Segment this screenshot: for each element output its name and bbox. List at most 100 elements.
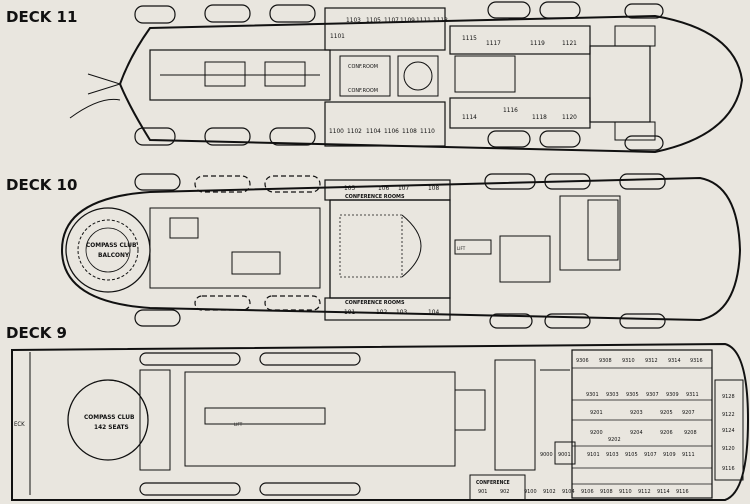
cabin-label: 9311 [686, 392, 699, 398]
room-label: 106 [378, 184, 389, 192]
deck-10-lift-label: LIFT [457, 246, 466, 252]
cabin-label: 1119 [530, 39, 545, 47]
cabin-label: 9116 [722, 466, 735, 472]
cabin-label: 9312 [645, 358, 658, 364]
cabin-label: 9106 [581, 489, 594, 495]
deck-10-conf-rooms-label: CONFERENCE ROOMS [345, 194, 405, 200]
deck-10-compass-club [65, 207, 151, 293]
deck-10-interior [149, 179, 621, 321]
cabin-label: 9109 [663, 452, 676, 458]
cabin-label: 9111 [682, 452, 695, 458]
deck-11-cabin-labels-bottom: 1100 1102 1104 1106 1108 1110 1114 1116 … [329, 106, 577, 135]
cabin-label: 1121 [562, 39, 577, 47]
deck-9-interior [184, 359, 570, 501]
cabin-label: 1116 [503, 106, 518, 114]
cabin-label: 1102 [347, 127, 362, 135]
cabin-label: 9116 [676, 489, 689, 495]
cabin-label: 9310 [622, 358, 635, 364]
deck-9: DECK 9 COMPASS CLUB 142 SEATS ECK [6, 324, 750, 501]
cabin-label: 9101 [587, 452, 600, 458]
room-label: 101 [344, 308, 355, 316]
cabin-label: 1100 [329, 127, 344, 135]
deck-11: DECK 11 [6, 1, 744, 154]
cabin-label: 1120 [562, 113, 577, 121]
cabin-label: 1115 [462, 34, 477, 42]
deck-9-cabin-grid [554, 349, 744, 499]
cabin-label: 9308 [599, 358, 612, 364]
cabin-label: 9105 [625, 452, 638, 458]
deck-11-interior [149, 7, 656, 147]
cabin-label: 9120 [722, 446, 735, 452]
cabin-label: 9200 [590, 430, 603, 436]
cabin-label: 9108 [600, 489, 613, 495]
cabin-label: 1107 [384, 16, 399, 24]
deck-11-conf-room-label: CONF.ROOM [348, 88, 378, 94]
cabin-label: 9114 [657, 489, 670, 495]
cabin-label: 1101 [330, 32, 345, 40]
cabin-label: 9104 [562, 489, 575, 495]
cabin-label: 9305 [626, 392, 639, 398]
deck-9-lift-label: LIFT [234, 422, 243, 428]
cabin-label: 9122 [722, 412, 735, 418]
deck-10: DECK 10 COMPASS CLUB BALCONY [6, 173, 742, 329]
cabin-label: 9309 [666, 392, 679, 398]
cabin-label: 1113 [433, 16, 448, 24]
deck-9-cabin-labels: 9306 9308 9310 9312 9314 9316 9301 9303 … [524, 358, 735, 495]
cabin-label: 9102 [543, 489, 556, 495]
cabin-label: 9001 [558, 452, 571, 458]
cabin-label: 9208 [684, 430, 697, 436]
deck-9-title: DECK 9 [6, 324, 67, 342]
cabin-label: 9112 [638, 489, 651, 495]
deck-9-compass-club [67, 369, 171, 471]
cabin-label: 9204 [630, 430, 643, 436]
cabin-label: 9000 [540, 452, 553, 458]
cabin-label: 9207 [682, 410, 695, 416]
deck-9-conference-label: CONFERENCE [476, 480, 510, 486]
deck-9-lifeboats [139, 352, 361, 496]
deck-11-title: DECK 11 [6, 8, 77, 26]
deck-10-lifeboats-top [134, 173, 666, 193]
deck-9-club-label: COMPASS CLUB [84, 413, 135, 421]
room-label: 102 [376, 308, 387, 316]
room-label: 901 [478, 489, 487, 495]
cabin-label: 9303 [606, 392, 619, 398]
cabin-label: 9206 [660, 430, 673, 436]
room-label: 104 [428, 308, 439, 316]
cabin-label: 9314 [668, 358, 681, 364]
deck-11-lifeboats-bottom [134, 127, 664, 151]
cabin-label: 1114 [462, 113, 477, 121]
deck-9-hull [11, 342, 750, 501]
room-label: 108 [428, 184, 439, 192]
room-label: 902 [500, 489, 509, 495]
deck-11-lifeboats-top [134, 1, 664, 24]
room-label: 103 [396, 308, 407, 316]
deck-10-room-labels: 105 106 107 108 101 102 103 104 [344, 184, 439, 316]
cabin-label: 9316 [690, 358, 703, 364]
cabin-label: 9201 [590, 410, 603, 416]
room-label: 107 [398, 184, 409, 192]
deck-10-title: DECK 10 [6, 176, 77, 194]
cabin-label: 1108 [402, 127, 417, 135]
deck-10-conf-rooms-label: CONFERENCE ROOMS [345, 300, 405, 306]
cabin-label: 1109 [400, 16, 415, 24]
cabin-label: 1111 [416, 16, 431, 24]
cabin-label: 9202 [608, 437, 621, 443]
cabin-label: 9100 [524, 489, 537, 495]
deck-9-club-sub-label: 142 SEATS [94, 423, 129, 431]
cabin-label: 9110 [619, 489, 632, 495]
cabin-label: 1104 [366, 127, 381, 135]
cabin-label: 1103 [346, 16, 361, 24]
cabin-label: 1118 [532, 113, 547, 121]
deck-11-cabin-labels-top: 1101 1103 1105 1107 1109 1111 1113 1115 … [330, 16, 577, 47]
cabin-label: 9103 [606, 452, 619, 458]
cabin-label: 9128 [722, 394, 735, 400]
cabin-label: 1117 [486, 39, 501, 47]
deck-9-edge-label: ECK [14, 421, 25, 428]
cabin-label: 9124 [722, 428, 735, 434]
cabin-label: 9306 [576, 358, 589, 364]
deck-10-lifeboats-bottom [134, 295, 666, 329]
cabin-label: 9107 [644, 452, 657, 458]
deck-11-hull [118, 14, 744, 154]
deck-10-hull [60, 176, 742, 322]
